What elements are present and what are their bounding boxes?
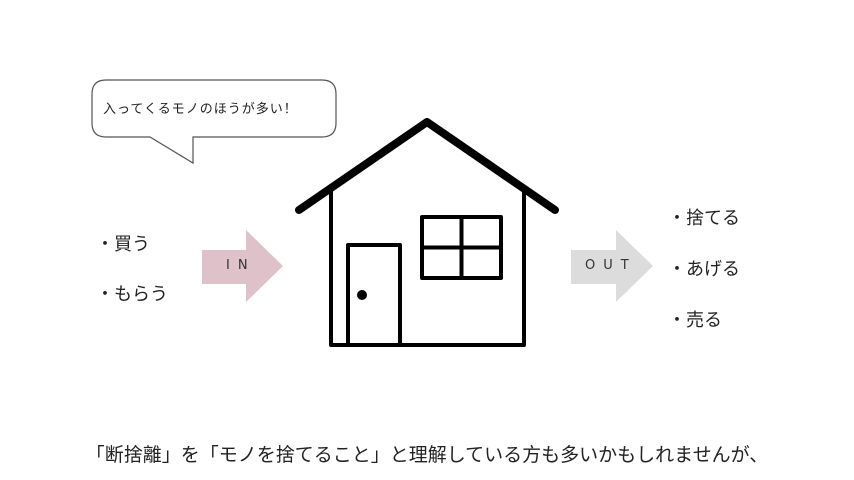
house-icon: [295, 118, 559, 347]
out-item-sell: ・売る: [668, 310, 722, 331]
out-item-discard: ・捨てる: [668, 208, 740, 229]
in-item-receive: ・もらう: [96, 284, 168, 305]
out-arrow-label: OUT: [585, 258, 637, 273]
in-item-buy: ・買う: [96, 234, 150, 255]
subtitle: 「断捨離」を「モノを捨てること」と理解している方も多いかもしれませんが、: [85, 444, 769, 466]
speech-bubble: [91, 79, 337, 165]
out-arrow: [571, 230, 653, 302]
in-arrow-label: IN: [226, 258, 256, 273]
speech-bubble-text: 入ってくるモノのほうが多い！: [103, 102, 298, 117]
in-arrow: [202, 230, 283, 302]
out-item-give: ・あげる: [668, 259, 740, 280]
